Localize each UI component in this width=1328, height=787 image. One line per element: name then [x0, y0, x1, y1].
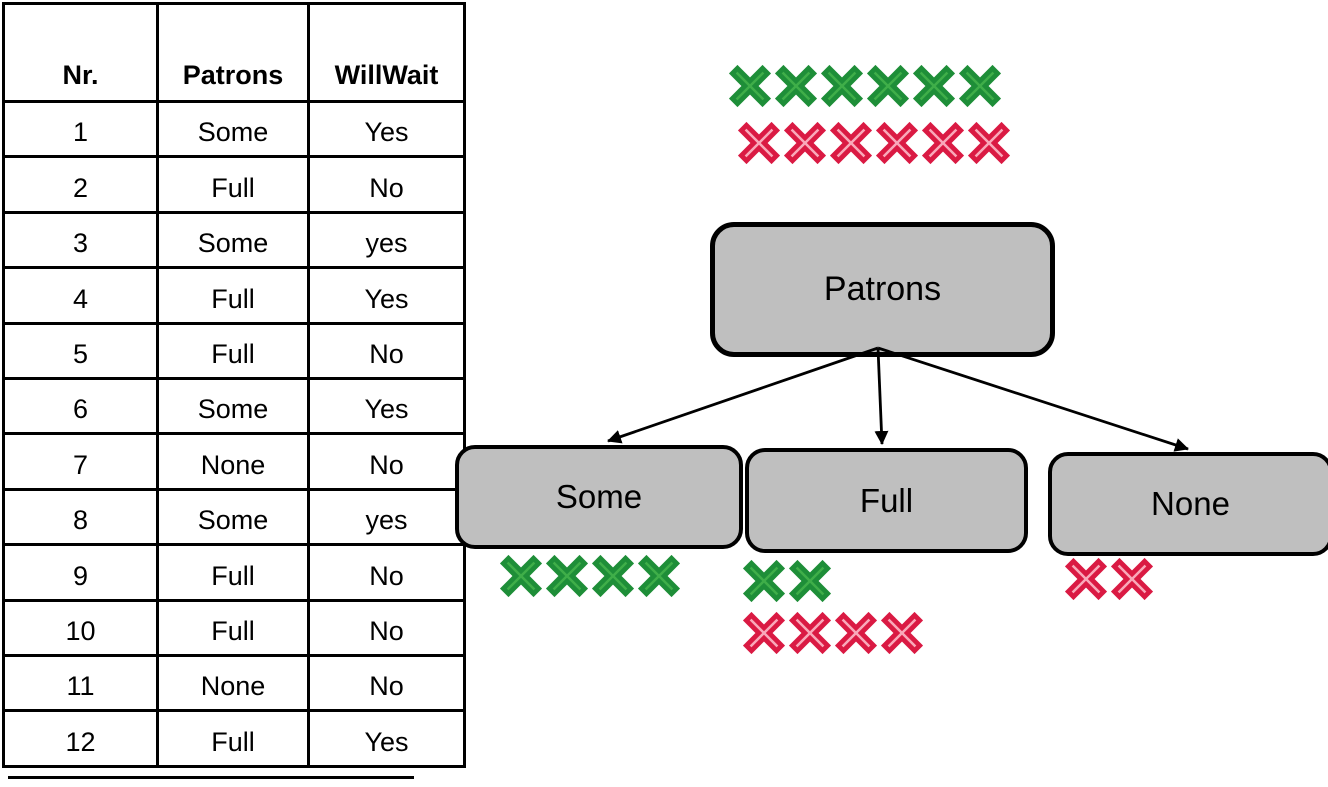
red-x-icon — [784, 121, 826, 165]
table-cell: Some — [156, 377, 310, 436]
table-cell: Full — [156, 155, 310, 214]
red-x-icon — [881, 611, 923, 655]
table-cell: 6 — [2, 377, 159, 436]
tree-node-patrons: Patrons — [710, 222, 1055, 357]
table-cell: Some — [156, 99, 310, 159]
table-cell: No — [307, 321, 466, 381]
table-cell: yes — [307, 487, 466, 547]
table-cell: Some — [156, 487, 310, 547]
full-positive-x-row — [743, 559, 831, 603]
red-x-icon — [1111, 557, 1153, 601]
none-negative-x-row — [1065, 557, 1153, 601]
table-cell: 4 — [2, 266, 159, 325]
table-cell: Yes — [307, 709, 466, 768]
table-cell: 2 — [2, 155, 159, 214]
table-cell: Yes — [307, 266, 466, 325]
red-x-icon — [830, 121, 872, 165]
full-negative-x-row — [743, 611, 923, 655]
table-cell: 11 — [2, 654, 159, 713]
green-x-icon — [729, 64, 771, 108]
table-cell: 12 — [2, 709, 159, 768]
red-x-icon — [922, 121, 964, 165]
edge-patrons-full — [874, 347, 889, 445]
tree-node-patrons-label: Patrons — [823, 270, 942, 308]
table-partial-row-line — [8, 776, 414, 779]
green-x-icon — [867, 64, 909, 108]
table-cell: 10 — [2, 598, 159, 658]
table-cell: 7 — [2, 432, 159, 491]
table-cell: No — [307, 543, 466, 602]
green-x-icon — [821, 64, 863, 108]
tree-node-full-label: Full — [859, 481, 914, 519]
red-x-icon — [738, 121, 780, 165]
red-x-icon — [876, 121, 918, 165]
green-x-icon — [959, 64, 1001, 108]
table-cell: Yes — [307, 377, 466, 436]
root-negative-x-row — [738, 121, 1010, 165]
table-cell: None — [156, 654, 310, 713]
tree-node-none-label: None — [1151, 485, 1230, 522]
red-x-icon — [1065, 557, 1107, 601]
table-cell: Some — [156, 210, 310, 270]
green-x-icon — [743, 559, 785, 603]
table-cell: 5 — [2, 321, 159, 381]
table-cell: Yes — [307, 99, 466, 159]
tree-node-some: Some — [455, 445, 743, 549]
green-x-icon — [913, 64, 955, 108]
green-x-icon — [592, 554, 634, 598]
table-cell: yes — [307, 210, 466, 270]
table-cell: 9 — [2, 543, 159, 602]
table-cell: 8 — [2, 487, 159, 547]
table-cell: Full — [156, 266, 310, 325]
some-positive-x-row — [500, 554, 680, 598]
table-cell: Full — [156, 598, 310, 658]
table-cell: No — [307, 598, 466, 658]
edge-patrons-some — [607, 346, 879, 444]
red-x-icon — [789, 611, 831, 655]
column-header-willwait: WillWait — [307, 2, 466, 103]
table-cell: 1 — [2, 99, 159, 159]
edge-patrons-none — [877, 346, 1189, 452]
red-x-icon — [968, 121, 1010, 165]
table-cell: Full — [156, 321, 310, 381]
table-cell: 3 — [2, 210, 159, 270]
tree-node-some-label: Some — [555, 478, 643, 515]
red-x-icon — [743, 611, 785, 655]
table-cell: No — [307, 432, 466, 491]
green-x-icon — [546, 554, 588, 598]
table-cell: No — [307, 155, 466, 214]
tree-node-none: None — [1048, 452, 1328, 556]
green-x-icon — [500, 554, 542, 598]
table-cell: Full — [156, 709, 310, 768]
green-x-icon — [789, 559, 831, 603]
table-cell: Full — [156, 543, 310, 602]
table-cell: None — [156, 432, 310, 491]
green-x-icon — [775, 64, 817, 108]
red-x-icon — [835, 611, 877, 655]
tree-node-full: Full — [745, 448, 1028, 553]
column-header-nr: Nr. — [2, 2, 159, 103]
table-header-row: Nr. Patrons WillWait — [2, 2, 466, 103]
green-x-icon — [638, 554, 680, 598]
column-header-patrons: Patrons — [156, 2, 310, 103]
root-positive-x-row — [729, 64, 1001, 108]
table-cell: No — [307, 654, 466, 713]
